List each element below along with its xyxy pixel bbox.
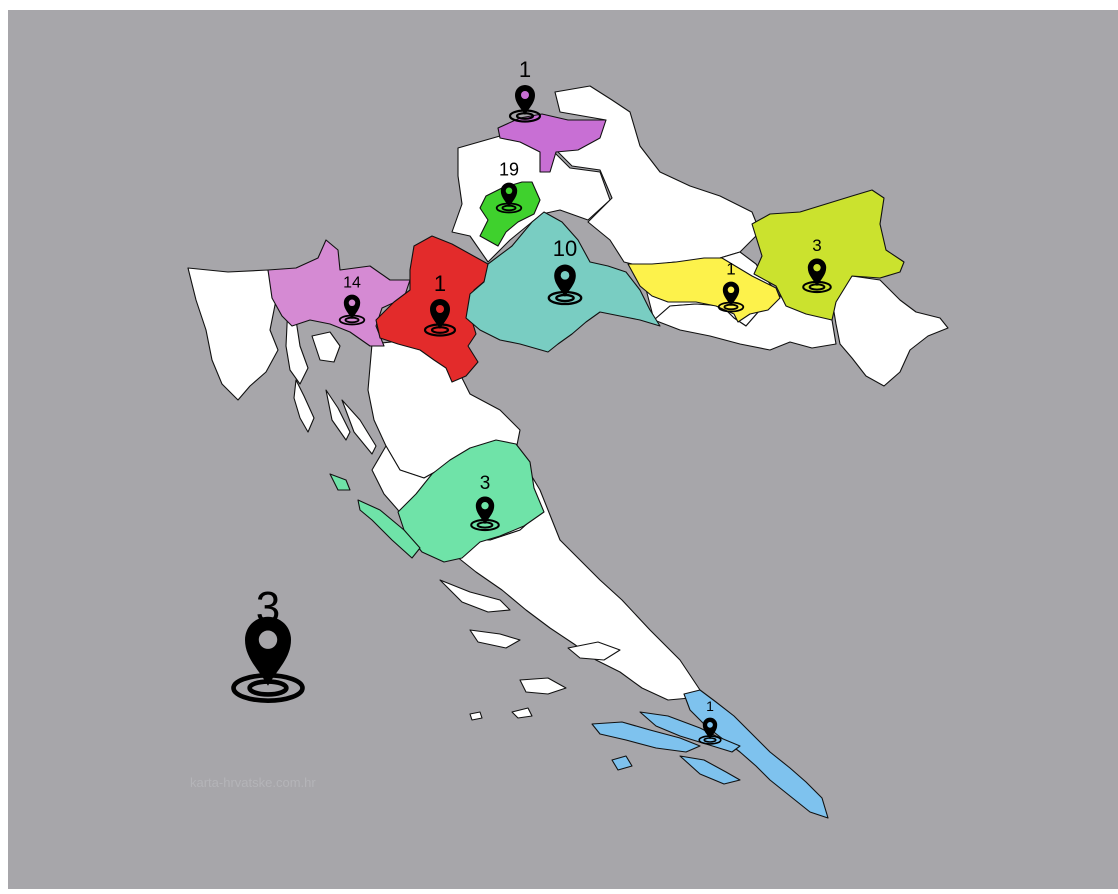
- island-krk: [311, 331, 341, 363]
- location-pin-icon: [470, 496, 500, 532]
- island-vis: [469, 711, 483, 721]
- legend: 3: [231, 583, 305, 703]
- county-varazdin: [497, 113, 607, 173]
- marker-count: 1: [706, 698, 714, 714]
- region-markers: 1 19 14 1 10 1 3 3 1: [338, 57, 832, 745]
- marker-primorje-gorski-kotar: 14: [338, 274, 366, 326]
- location-pin-icon: [423, 299, 457, 337]
- location-pin-icon: [508, 85, 542, 123]
- location-pin-icon: [547, 264, 583, 306]
- region-vukovar-srijem: [831, 275, 949, 387]
- county-sibenik-island-2: [329, 473, 351, 491]
- island-losinj: [293, 379, 315, 433]
- watermark: karta-hrvatske.com.hr: [190, 775, 316, 790]
- county-dubrovnik-korcula: [591, 721, 701, 753]
- island-korcula-w: [519, 677, 567, 695]
- location-pin-icon: [338, 294, 366, 326]
- island-rab: [325, 389, 351, 441]
- county-dubrovnik-lastovo: [611, 755, 633, 771]
- island-brac: [439, 579, 511, 613]
- marker-count: 1: [726, 259, 735, 278]
- location-pin-icon: [698, 717, 722, 745]
- location-pin-icon: [717, 281, 745, 313]
- marker-sisak-moslavina: 10: [547, 236, 583, 306]
- county-sibenik-islands: [357, 499, 421, 559]
- marker-zagreb-city: 19: [495, 159, 523, 214]
- marker-varazdin: 1: [508, 57, 542, 123]
- marker-count: 3: [812, 236, 821, 255]
- location-pin-icon: [802, 258, 832, 294]
- marker-count: 1: [519, 57, 531, 82]
- island-pag: [341, 399, 377, 455]
- marker-brod-posavina: 1: [717, 259, 745, 313]
- location-pin-icon: [231, 616, 305, 703]
- marker-count: 19: [499, 159, 519, 179]
- marker-count: 1: [434, 271, 446, 296]
- marker-osijek-baranja: 3: [802, 236, 832, 294]
- island-lastovo-w: [511, 707, 533, 719]
- marker-count: 10: [553, 236, 577, 261]
- county-primorje-gorski-kotar: [267, 239, 411, 347]
- island-islet: [567, 641, 621, 661]
- marker-dubrovnik-neretva: 1: [698, 698, 722, 745]
- marker-count: 3: [480, 473, 491, 494]
- county-dubrovnik-mljet: [679, 755, 741, 785]
- county-sibenik-knin: [397, 439, 545, 563]
- marker-count: 14: [343, 274, 361, 291]
- marker-sibenik-knin: 3: [470, 473, 500, 532]
- county-osijek-baranja: [751, 189, 905, 321]
- marker-karlovac: 1: [423, 271, 457, 337]
- island-hvar: [469, 629, 521, 649]
- location-pin-icon: [495, 182, 523, 214]
- county-zagreb-city: [479, 181, 541, 247]
